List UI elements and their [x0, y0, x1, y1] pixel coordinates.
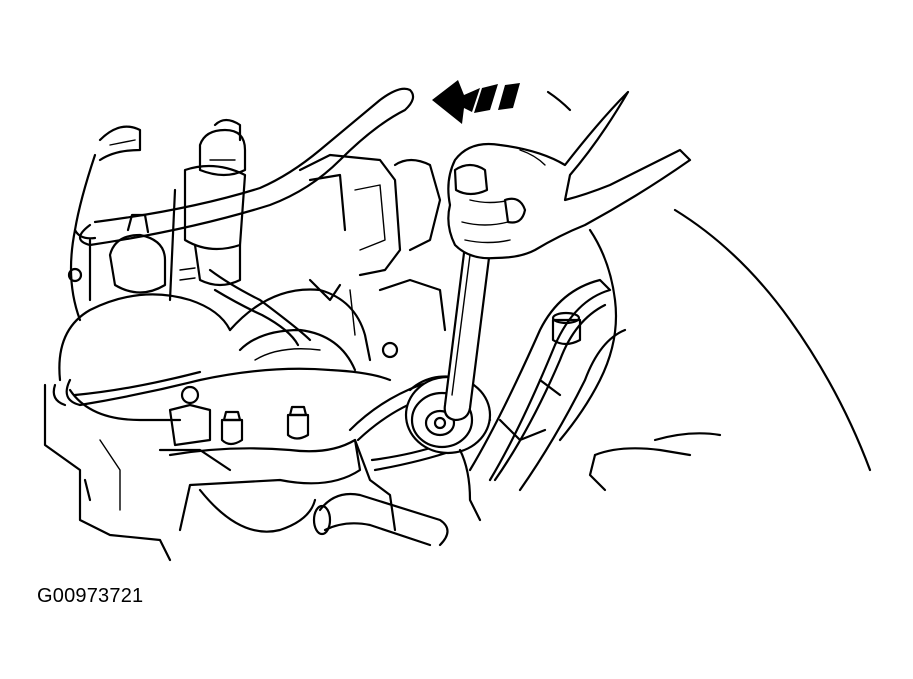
mount-bracket	[168, 438, 397, 533]
lower-hose	[52, 367, 392, 407]
top-components	[108, 118, 247, 302]
bolts	[67, 267, 399, 446]
intake-manifold	[298, 153, 447, 336]
wrench	[443, 243, 492, 422]
engine-block	[43, 125, 372, 562]
body-outline	[558, 208, 872, 492]
figure-id-label: G00973721	[37, 585, 144, 607]
rotation-arrow	[432, 80, 572, 124]
upper-hose	[78, 87, 415, 347]
lower-center-hose	[312, 492, 449, 547]
hand	[447, 90, 692, 260]
right-hoses	[458, 278, 627, 522]
